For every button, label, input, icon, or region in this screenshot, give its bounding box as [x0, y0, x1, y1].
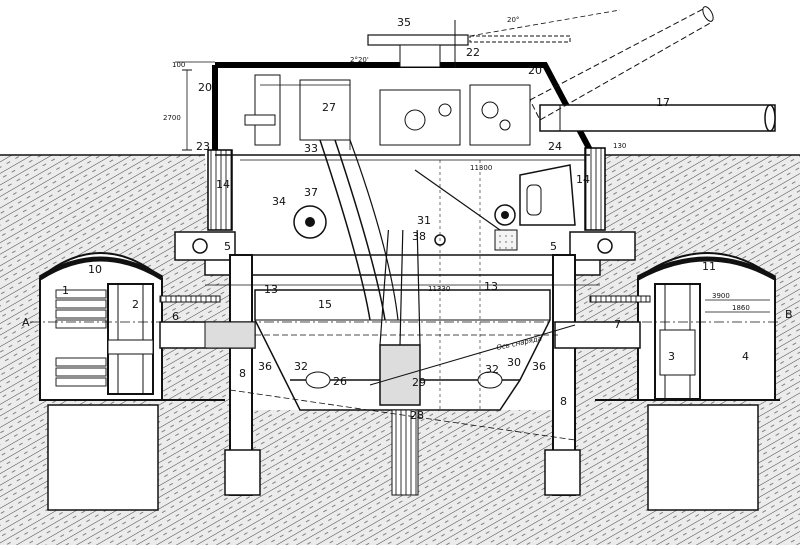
- dim-3900: 3900: [712, 292, 730, 300]
- ammo-hoist-cage-right: [654, 283, 701, 400]
- callout-20-right: 20: [528, 64, 542, 77]
- callout-14-left: 14: [216, 178, 230, 191]
- callout-29: 29: [412, 376, 426, 389]
- callout-8-left: 8: [239, 367, 246, 380]
- turret-rotating-structure: [30, 139, 780, 496]
- callout-26: 26: [333, 375, 347, 388]
- ammo-hoist-cage-left: [107, 283, 154, 395]
- callout-24: 24: [548, 140, 562, 153]
- callout-36-left: 36: [258, 360, 272, 373]
- main-gun: [539, 104, 776, 132]
- callout-15: 15: [318, 298, 332, 311]
- rangefinder: [367, 9, 621, 68]
- callout-10: 10: [88, 263, 102, 276]
- callout-5-right: 5: [550, 240, 557, 253]
- callout-11: 11: [702, 260, 716, 273]
- callout-17: 17: [656, 96, 670, 109]
- callout-14-right: 14: [576, 173, 590, 186]
- callout-6: 6: [172, 310, 179, 323]
- callout-2: 2: [132, 298, 139, 311]
- callout-32-right: 32: [485, 363, 499, 376]
- callout-33: 33: [304, 142, 318, 155]
- callout-32-left: 32: [294, 360, 308, 373]
- left-magazine-chamber: 10 1 2: [38, 252, 225, 511]
- callout-3: 3: [668, 350, 675, 363]
- right-magazine-chamber: 11 3 4 3900 1860: [595, 252, 780, 511]
- dim-1860: 1860: [732, 304, 750, 312]
- dim-11300: 11300: [470, 164, 492, 172]
- callout-5-left: 5: [224, 240, 231, 253]
- elevated-gun-outline: [529, 6, 714, 121]
- angle-2-20: 2°20': [350, 56, 369, 64]
- callout-4: 4: [742, 350, 749, 363]
- callout-30: 30: [507, 356, 521, 369]
- callout-28: 28: [410, 409, 424, 422]
- dimension-lines: [175, 61, 600, 410]
- dim-11330: 11330: [428, 285, 450, 293]
- dim-130: 130: [613, 142, 626, 150]
- section-mark-a: A: [22, 316, 30, 329]
- callout-35: 35: [397, 16, 411, 29]
- turret-housing: [207, 62, 606, 321]
- callout-37: 37: [304, 186, 318, 199]
- callout-36-right: 36: [532, 360, 546, 373]
- callout-27: 27: [322, 101, 336, 114]
- callout-22: 22: [466, 46, 480, 59]
- callout-8-right: 8: [560, 395, 567, 408]
- callout-13-right: 13: [484, 280, 498, 293]
- callout-1: 1: [62, 284, 69, 297]
- callout-20-left: 20: [198, 81, 212, 94]
- callout-13-left: 13: [264, 283, 278, 296]
- dim-2700: 2700: [163, 114, 181, 122]
- callout-31: 31: [417, 214, 431, 227]
- section-mark-b: B: [785, 308, 793, 321]
- callout-7: 7: [614, 318, 621, 331]
- dim-100: 100: [172, 61, 185, 69]
- callout-34: 34: [272, 195, 286, 208]
- callout-23: 23: [196, 140, 210, 153]
- angle-20: 20°: [507, 16, 519, 24]
- shell-stack-left: [55, 289, 107, 387]
- callout-38: 38: [412, 230, 426, 243]
